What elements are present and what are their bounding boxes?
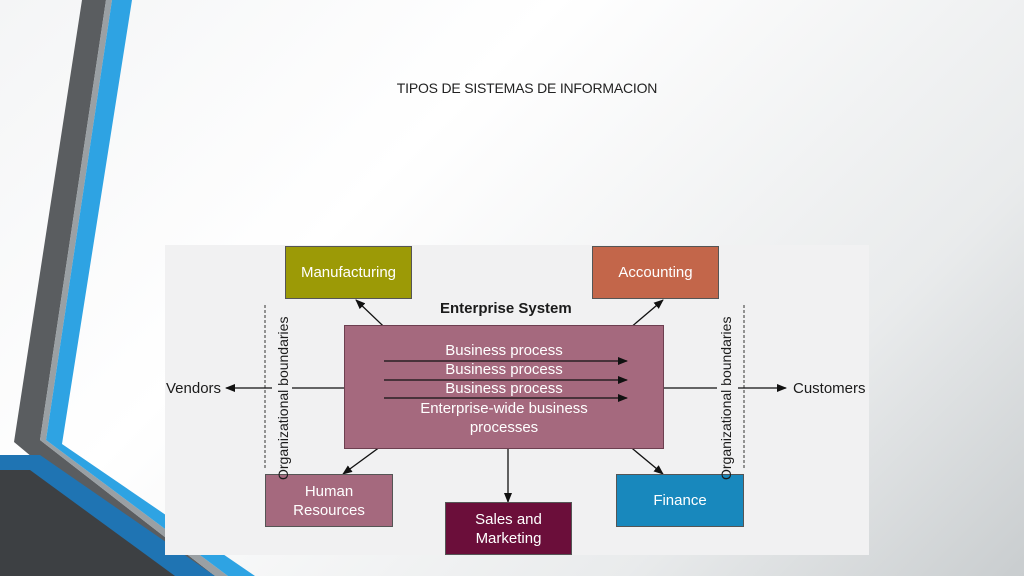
decor-dark-band [0,470,175,576]
human-resources-box: Human Resources [265,474,393,527]
manufacturing-label: Manufacturing [300,264,397,281]
manufacturing-box: Manufacturing [285,246,412,299]
decor-blue-stripe [46,0,255,576]
right-boundary-label: Organizational boundaries [718,316,734,480]
enterprise-system-title: Enterprise System [440,300,572,317]
human-resources-label: Human Resources [293,482,365,519]
sales-marketing-box: Sales and Marketing [445,502,572,555]
accounting-box: Accounting [592,246,719,299]
left-boundary-label: Organizational boundaries [275,316,291,480]
customers-label: Customers [793,380,866,397]
business-process-1: Business process [445,342,563,359]
sales-marketing-label: Sales and Marketing [475,510,542,547]
business-process-3: Business process [445,380,563,397]
finance-label: Finance [653,492,707,509]
decor-dark-stripe [14,0,215,576]
decor-gray-stripe [40,0,228,576]
slide-title: TIPOS DE SISTEMAS DE INFORMACION [396,80,658,96]
enterprise-system-box: Business process Business process Busine… [344,325,664,449]
business-process-2: Business process [445,361,563,378]
vendors-label: Vendors [166,380,222,397]
accounting-label: Accounting [618,264,693,281]
finance-box: Finance [616,474,744,527]
enterprise-wide-process: Enterprise-wide business processes [420,400,588,436]
